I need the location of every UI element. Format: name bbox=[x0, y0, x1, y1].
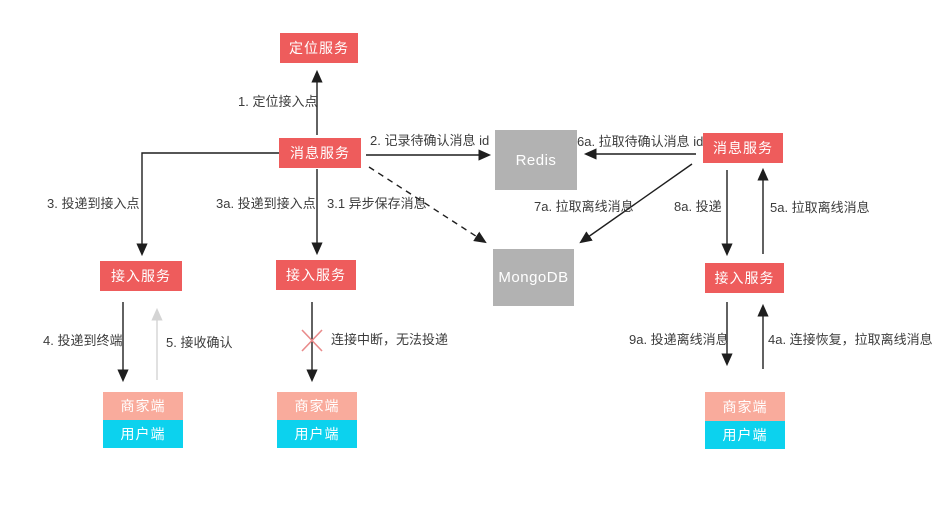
node-merchant-client-mid: 商家端 bbox=[277, 392, 357, 420]
node-user-client-mid: 用户端 bbox=[277, 420, 357, 448]
edge-label-step4: 4. 投递到终端 bbox=[43, 333, 123, 348]
edge-label-step4a: 4a. 连接恢复，拉取离线消息 bbox=[768, 332, 933, 347]
edge-3-deliver-arrow bbox=[136, 152, 279, 257]
edge-label-step8a: 8a. 投递 bbox=[674, 199, 722, 214]
edge-label-step5: 5. 接收确认 bbox=[166, 335, 233, 350]
edge-label-fail: 连接中断，无法投递 bbox=[331, 332, 449, 347]
edge-7a-pull-offline-arrow bbox=[579, 163, 693, 244]
node-access-service-left: 接入服务 bbox=[100, 261, 182, 291]
edge-label-step3: 3. 投递到接入点 bbox=[47, 196, 140, 211]
node-access-service-right: 接入服务 bbox=[705, 263, 784, 293]
node-message-service-right: 消息服务 bbox=[703, 133, 783, 163]
edge-label-step3-1: 3.1 异步保存消息 bbox=[327, 196, 427, 211]
node-locate-service: 定位服务 bbox=[280, 33, 358, 63]
node-user-client-left: 用户端 bbox=[103, 420, 183, 448]
node-mongodb: MongoDB bbox=[493, 249, 574, 306]
node-user-client-right: 用户端 bbox=[705, 421, 785, 449]
connection-broken-x-icon bbox=[301, 329, 323, 352]
node-merchant-client-right: 商家端 bbox=[705, 392, 785, 421]
node-access-service-mid: 接入服务 bbox=[276, 260, 356, 290]
edge-3-1-async-save-arrow bbox=[368, 166, 487, 244]
edge-label-step9a: 9a. 投递离线消息 bbox=[629, 332, 729, 347]
edge-label-step2: 2. 记录待确认消息 id bbox=[370, 133, 490, 148]
edge-label-step5a: 5a. 拉取离线消息 bbox=[770, 200, 870, 215]
edge-label-step1: 1. 定位接入点 bbox=[238, 94, 318, 109]
edge-label-step6a: 6a. 拉取待确认消息 id bbox=[577, 134, 704, 149]
edge-label-step7a: 7a. 拉取离线消息 bbox=[534, 199, 634, 214]
node-message-service-left: 消息服务 bbox=[279, 138, 361, 168]
node-redis: Redis bbox=[495, 130, 577, 190]
node-merchant-client-left: 商家端 bbox=[103, 392, 183, 420]
edge-label-step3a: 3a. 投递到接入点 bbox=[216, 196, 316, 211]
